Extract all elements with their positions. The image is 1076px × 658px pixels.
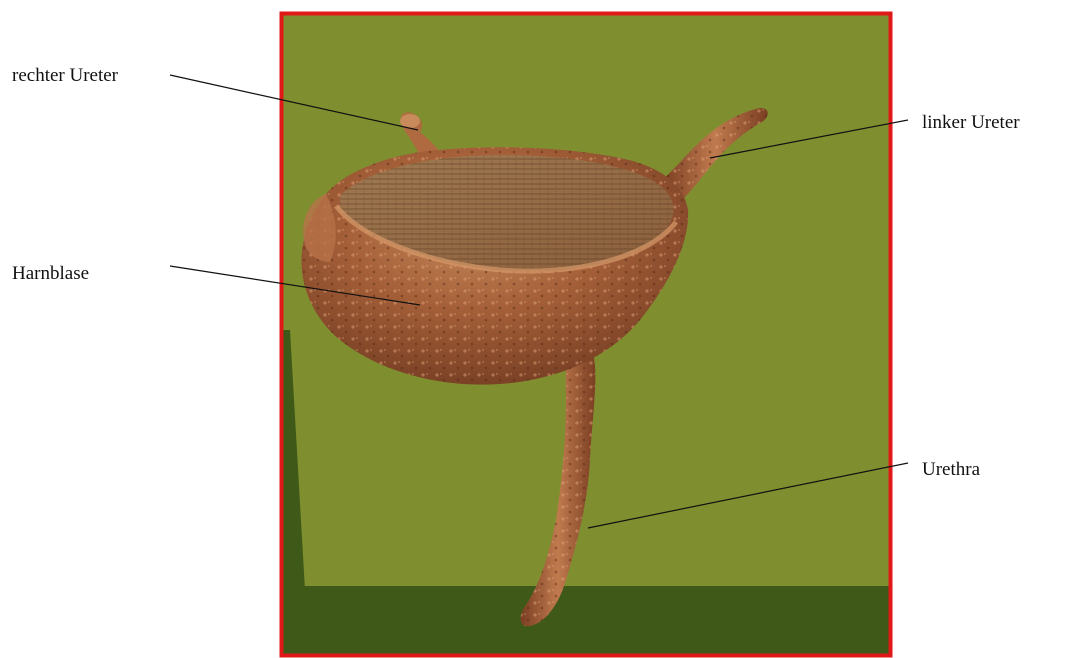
label-bladder: Harnblase: [12, 264, 89, 283]
label-urethra: Urethra: [922, 460, 980, 479]
label-left-ureter: linker Ureter: [922, 113, 1020, 132]
label-right-ureter: rechter Ureter: [12, 66, 118, 85]
